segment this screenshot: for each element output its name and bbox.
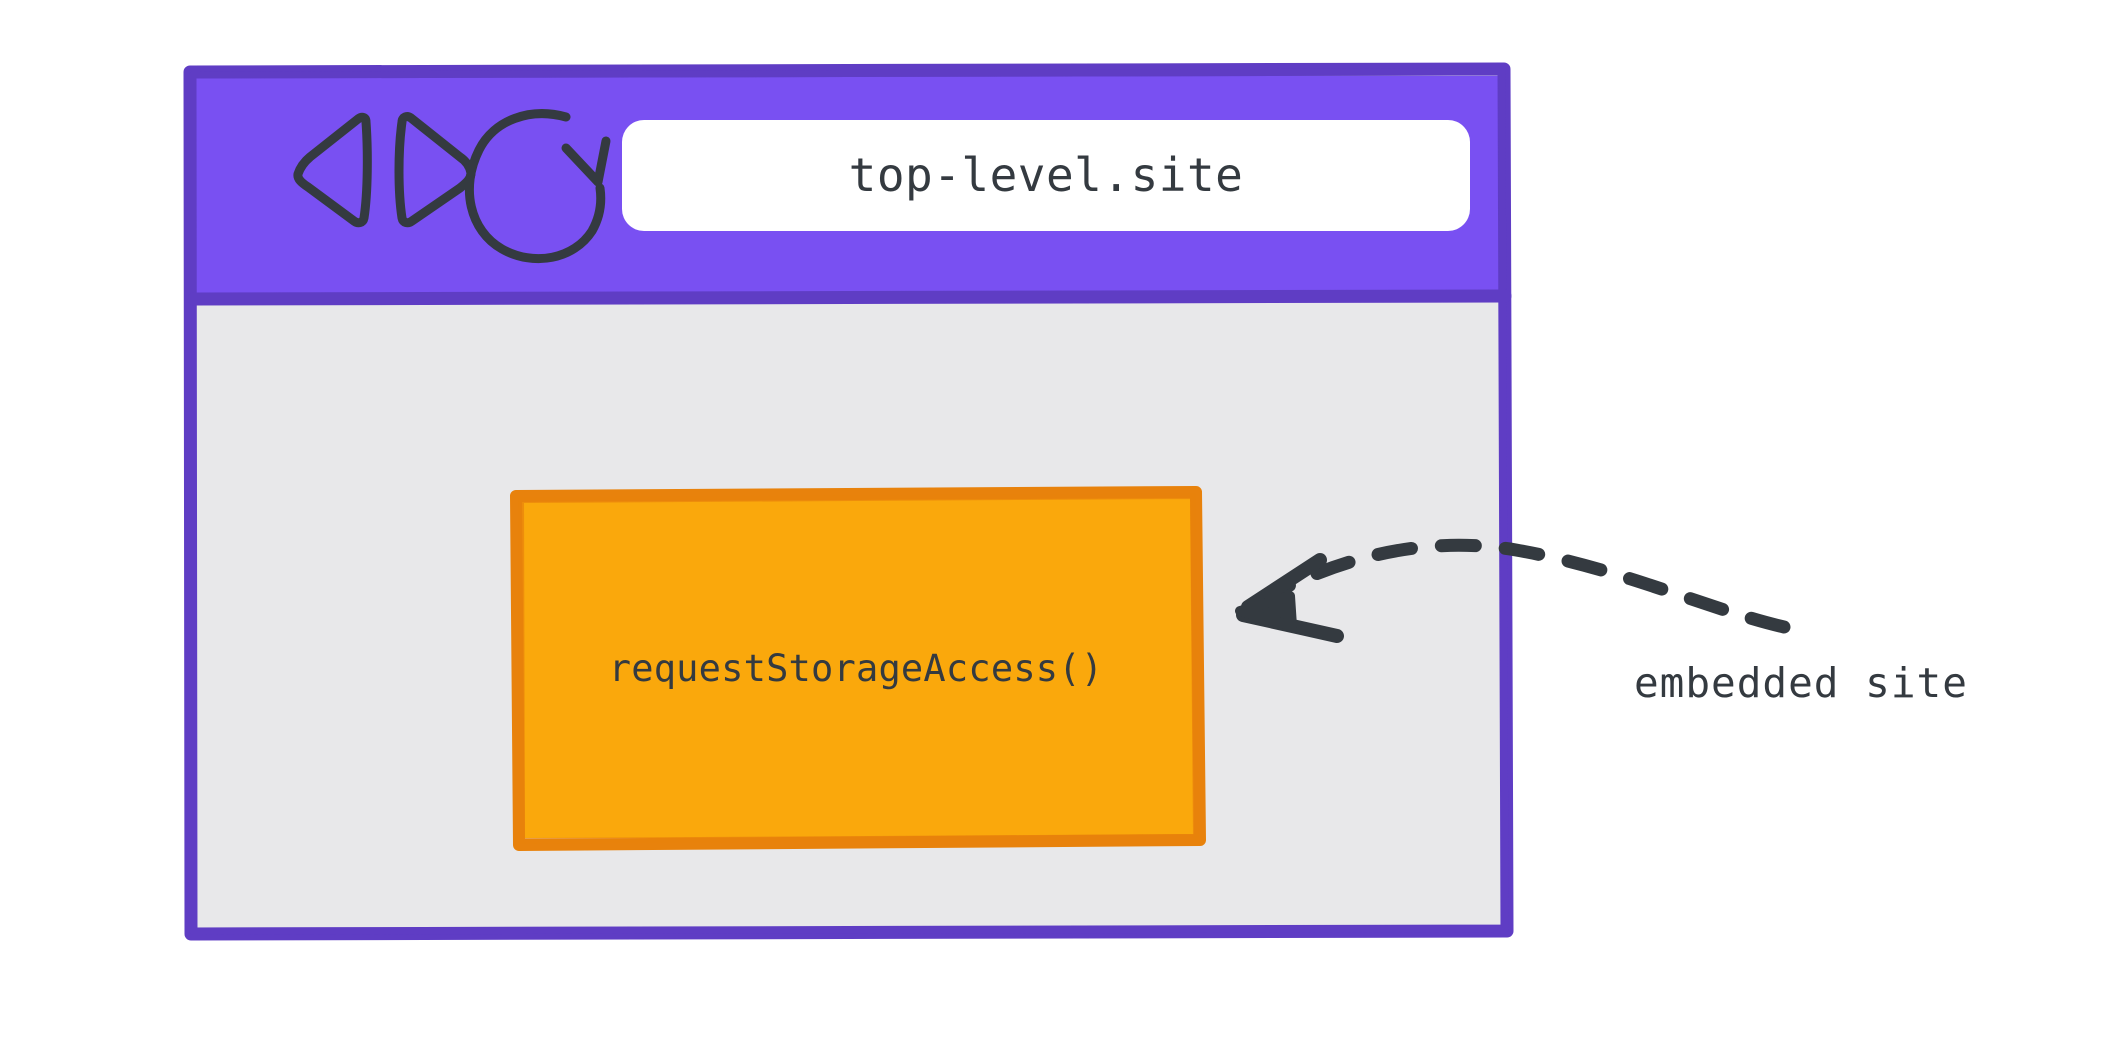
back-triangle-icon[interactable] (293, 112, 372, 228)
embedded-site-annotation-label: embedded site (1634, 659, 1968, 707)
embedded-iframe[interactable] (510, 486, 1206, 851)
reload-circular-arrow-icon[interactable] (464, 109, 606, 264)
address-bar-background[interactable] (622, 120, 1470, 231)
address-bar-value[interactable]: top-level.site (848, 148, 1244, 202)
toolbar-divider (187, 289, 1512, 306)
address-bar[interactable] (622, 120, 1470, 231)
reload-button[interactable] (464, 109, 611, 264)
embedded-iframe-outline-2 (518, 493, 1199, 844)
dashed-curved-arrow (1235, 538, 1791, 643)
reload-arrowhead-icon[interactable] (561, 136, 611, 187)
dashed-arrow-path (1243, 538, 1791, 634)
browser-frame-outline-2 (189, 68, 1509, 935)
embedded-iframe-fill[interactable] (518, 497, 1194, 838)
dashed-arrow-head-tip (1235, 591, 1297, 631)
embedded-iframe-label-container: requestStorageAccess() (512, 492, 1200, 844)
embedded-iframe-label: requestStorageAccess() (608, 646, 1104, 690)
address-bar-text-container[interactable]: top-level.site (622, 120, 1470, 230)
back-button[interactable] (293, 112, 372, 228)
dashed-arrow-head-upper (1241, 553, 1327, 614)
embedded-iframe-outline (510, 486, 1206, 851)
